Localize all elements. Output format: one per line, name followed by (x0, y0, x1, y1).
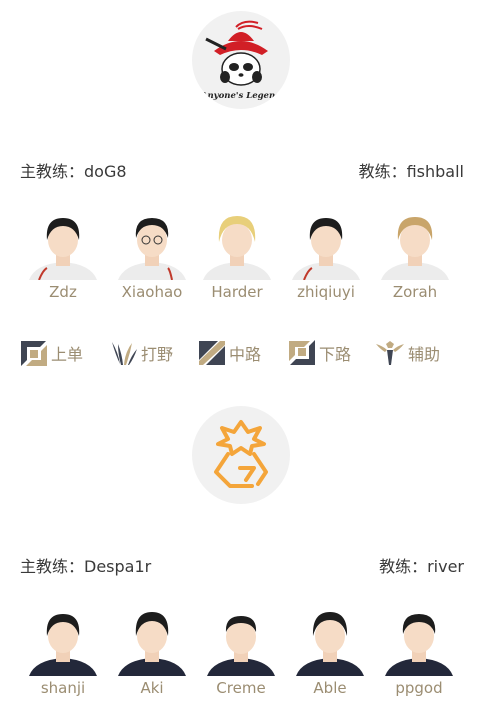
player-photo (197, 210, 277, 280)
panda-logo-icon: Anyone's Legend (200, 20, 281, 101)
player-name: Zorah (392, 283, 438, 301)
bot-lane-icon (289, 340, 315, 365)
team1-coach-row: 主教练：doG8 教练：fishball (20, 158, 464, 182)
player-photo (375, 210, 455, 280)
player-card[interactable]: Aki (111, 606, 193, 698)
team-logo-team2 (192, 406, 290, 504)
player-photo (286, 210, 366, 280)
player-name: Zdz (49, 283, 77, 301)
player-name: Able (313, 679, 347, 697)
team2-coach-row: 主教练：Despa1r 教练：river (20, 553, 464, 577)
player-name: ppgod (395, 679, 443, 697)
player-card[interactable]: Zorah (374, 210, 456, 302)
role-label: 打野 (141, 345, 174, 364)
team2-head-coach: 主教练：Despa1r (20, 557, 152, 576)
player-name: Xiaohao (121, 283, 183, 301)
player-name: zhiqiuyi (297, 283, 355, 301)
role-label: 辅助 (408, 345, 441, 364)
player-name: Aki (140, 679, 164, 697)
player-photo (23, 606, 103, 676)
player-card[interactable]: Xiaohao (111, 210, 193, 302)
player-card[interactable]: Zdz (22, 210, 104, 302)
team1-head-coach: 主教练：doG8 (20, 162, 127, 181)
player-name: Creme (216, 679, 266, 697)
jungle-icon (112, 342, 137, 365)
team2-coach: 教练：river (379, 557, 464, 576)
player-photo (290, 606, 370, 676)
player-photo (23, 210, 103, 280)
role-legend: 上单 打野 中路 下路 辅助 (0, 338, 482, 368)
player-card[interactable]: shanji (22, 606, 104, 698)
player-name: shanji (40, 679, 86, 697)
team-logo-anyones-legend: Anyone's Legend (192, 11, 290, 109)
role-bot: 下路 (288, 338, 351, 368)
support-icon (376, 341, 404, 365)
player-photo (112, 210, 192, 280)
role-label: 中路 (229, 345, 262, 364)
role-label: 上单 (51, 345, 84, 364)
player-photo (379, 606, 459, 676)
mid-lane-icon (199, 341, 225, 365)
team2-players: shanji Aki Creme (0, 606, 482, 701)
team1-coach: 教练：fishball (358, 162, 464, 181)
player-photo (201, 606, 281, 676)
player-card[interactable]: Able (289, 606, 371, 698)
role-label: 下路 (319, 345, 352, 364)
player-card[interactable]: Creme (200, 606, 282, 698)
role-jungle: 打野 (110, 338, 173, 368)
player-name: Harder (211, 283, 263, 301)
role-mid: 中路 (198, 338, 261, 368)
svg-text:Anyone's Legend: Anyone's Legend (200, 91, 281, 101)
team2-logo-icon (214, 420, 268, 488)
player-card[interactable]: zhiqiuyi (285, 210, 367, 302)
player-card[interactable]: Harder (196, 210, 278, 302)
player-photo (112, 606, 192, 676)
top-lane-icon (21, 341, 47, 366)
player-card[interactable]: ppgod (378, 606, 460, 698)
role-support: 辅助 (375, 338, 440, 368)
role-top: 上单 (20, 338, 83, 368)
team1-players: Zdz Xiaohao Harder (0, 210, 482, 305)
